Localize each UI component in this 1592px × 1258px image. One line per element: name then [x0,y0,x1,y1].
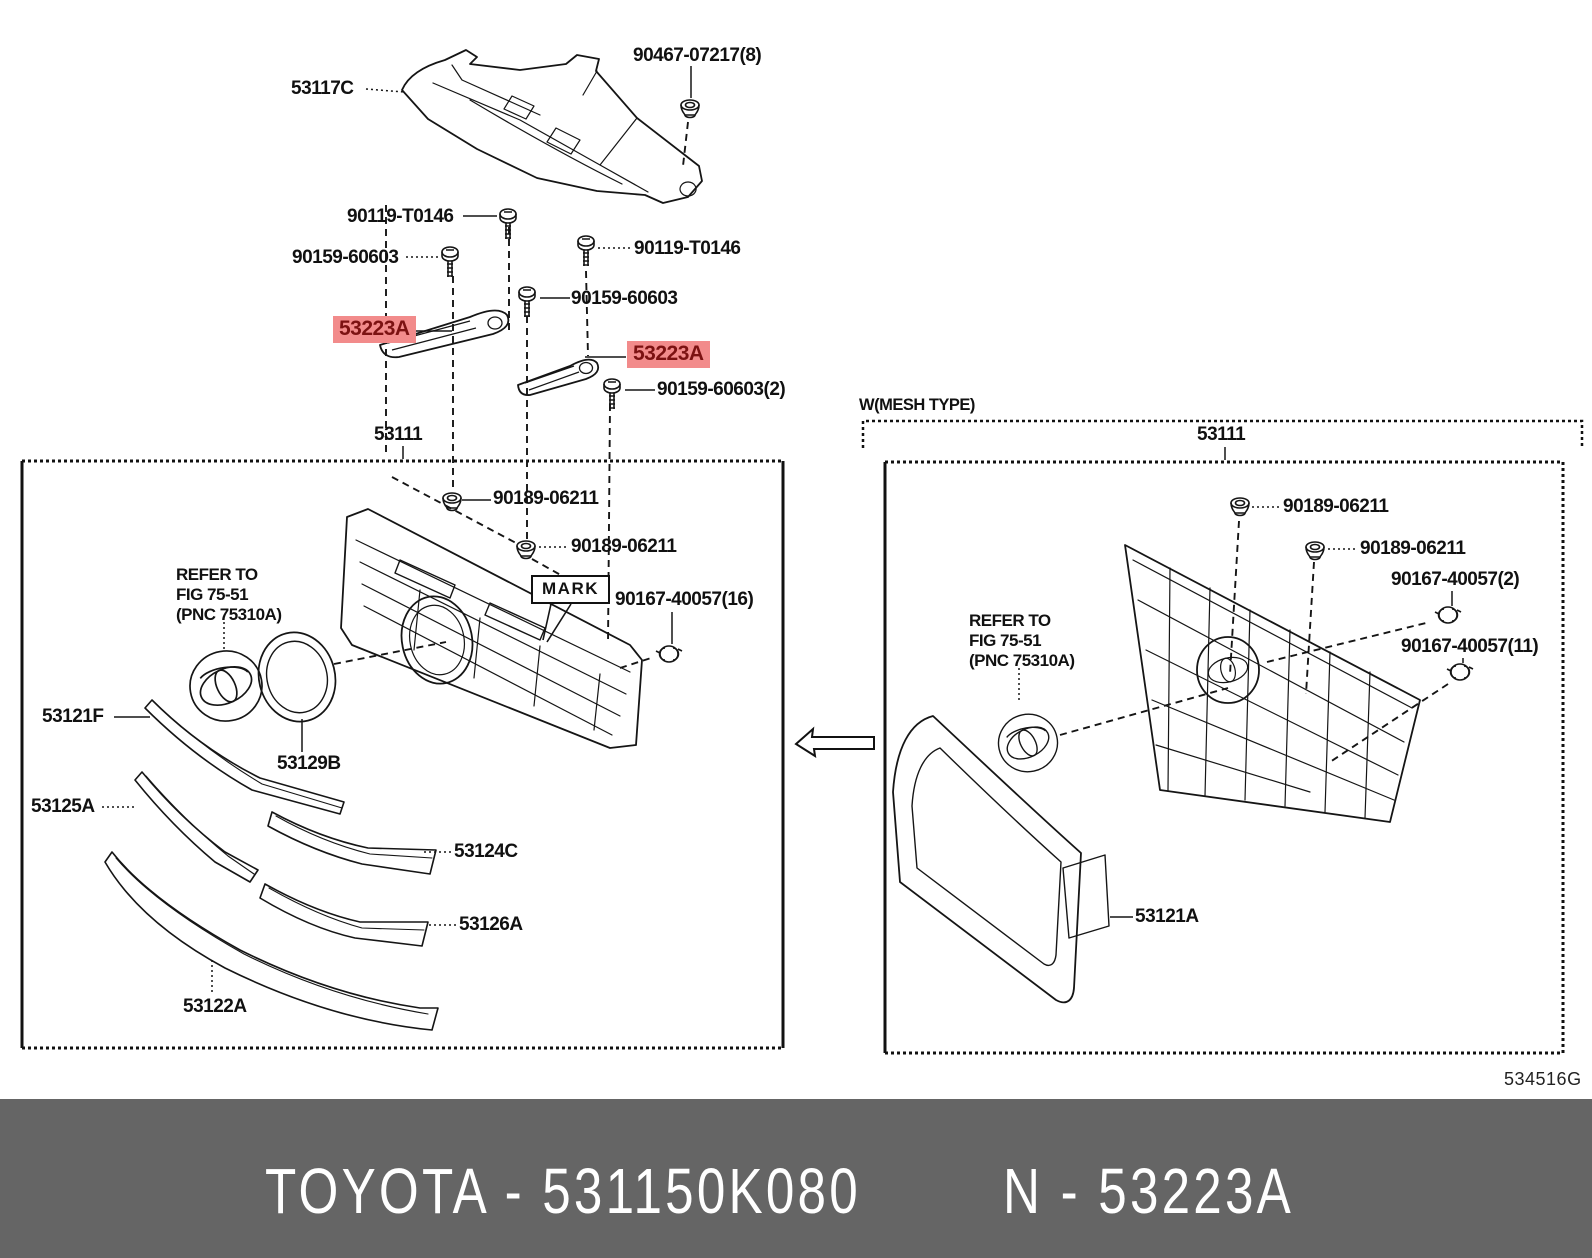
mark-tag: MARK [531,575,610,604]
brace-art-2 [517,358,600,396]
bolt-icon [441,246,459,278]
screw-grommet-icon [655,645,683,663]
clip-icon [516,540,536,560]
clip-icon [1305,541,1325,561]
right-variant-box [883,460,1565,1055]
part-label-clip-right-2[interactable]: 90189-06211 [1360,538,1466,559]
part-label-bolt-t0146-1[interactable]: 90119-T0146 [347,206,454,227]
part-label-bolt-t0146-2[interactable]: 90119-T0146 [634,238,741,259]
figure-code: 534516G [1504,1069,1582,1089]
toyota-emblem-icon [992,708,1064,778]
part-label-bolt-60603-x2[interactable]: 90159-60603(2) [657,379,786,400]
clip-icon [442,492,462,512]
bolt-icon [518,286,536,318]
part-label-moulding-a5[interactable]: 53125A [31,796,95,817]
direction-arrow [794,726,875,759]
part-label-screw-x16[interactable]: 90167-40057(16) [615,589,754,610]
part-label-moulding-a6[interactable]: 53126A [459,914,523,935]
part-label-undercover[interactable]: 53117C [291,78,354,99]
catalog-number: TOYOTA - 531150K080 [265,1155,861,1227]
moulding-art [104,699,439,1031]
refer-note-line1: REFER TO [969,611,1051,630]
part-label-clip-left-2[interactable]: 90189-06211 [571,536,677,557]
part-label-emblem-ring[interactable]: 53129B [277,753,341,774]
part-label-bolt-60603-2[interactable]: 90159-60603 [571,288,678,309]
part-label-undercover-clip[interactable]: 90467-07217(8) [633,45,762,66]
mesh-grille-art [1124,544,1421,823]
dotted-leader-lines [102,88,1357,995]
part-label-bolt-60603-1[interactable]: 90159-60603 [292,247,399,268]
part-label-screw-x11[interactable]: 90167-40057(11) [1401,636,1539,657]
refer-note-right: REFER TO FIG 75-51 (PNC 75310A) [969,611,1075,671]
clip-icon [680,99,700,119]
mesh-type-bracket [861,419,1584,448]
part-label-moulding-lower[interactable]: 53122A [183,996,247,1017]
mesh-type-caption: W(MESH TYPE) [859,396,975,414]
mark-tail [542,603,572,643]
selected-part-ref: N - 53223A [1003,1155,1294,1227]
refer-note-line1: REFER TO [176,565,258,584]
bolt-icon [577,235,595,267]
bolt-icon [603,378,621,410]
screw-grommet-icon [1434,606,1462,624]
part-label-screw-x2[interactable]: 90167-40057(2) [1391,569,1520,590]
part-label-moulding-c[interactable]: 53124C [454,841,518,862]
screw-grommet-icon [1446,663,1474,681]
part-label-grille-left[interactable]: 53111 [374,424,423,445]
part-label-frame-mesh[interactable]: 53121A [1135,906,1199,927]
refer-note-line3: (PNC 75310A) [176,605,282,624]
toyota-emblem-icon [183,644,269,728]
grille-assembly-art-left [340,508,643,749]
clip-icon [1230,497,1250,517]
part-label-clip-left-1[interactable]: 90189-06211 [493,488,599,509]
bolt-icon [499,208,517,240]
refer-note-line3: (PNC 75310A) [969,651,1075,670]
leader-lines [114,66,1464,918]
part-label-moulding-f[interactable]: 53121F [42,706,104,727]
undercover-art [401,49,703,204]
emblem-ring-art [257,631,337,723]
refer-note-line2: FIG 75-51 [969,631,1042,650]
highlighted-part-label-brace-1[interactable]: 53223A [333,316,416,343]
left-variant-box [20,459,785,1050]
refer-note-left: REFER TO FIG 75-51 (PNC 75310A) [176,565,282,625]
highlighted-part-label-brace-2[interactable]: 53223A [627,341,710,368]
part-label-grille-right[interactable]: 53111 [1197,424,1246,445]
part-label-clip-right-1[interactable]: 90189-06211 [1283,496,1389,517]
refer-note-line2: FIG 75-51 [176,585,249,604]
dashed-assembly-lines [333,121,1449,763]
footer-banner: TOYOTA - 531150K080 N - 53223A [0,1099,1592,1258]
grille-frame-art [892,715,1110,1004]
